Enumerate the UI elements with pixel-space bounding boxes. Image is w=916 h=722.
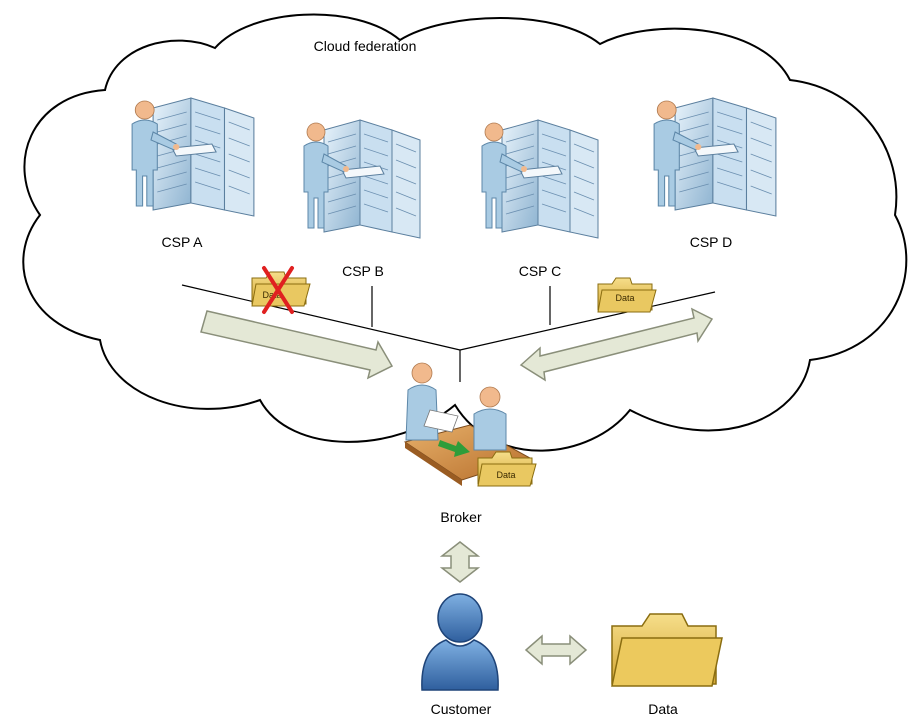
- customer-label: Customer: [431, 701, 492, 717]
- customer-icon: [421, 593, 499, 691]
- transfer-arrow-to-csp-d: [519, 307, 714, 382]
- broker-data-folder-icon: Data: [477, 451, 537, 487]
- csp-b-label: CSP B: [342, 263, 384, 279]
- network-connections: [181, 284, 716, 382]
- transferred-data-folder-icon: Data: [597, 277, 657, 313]
- deleted-folder-label: Data: [262, 290, 281, 300]
- data-folder-icon: [611, 613, 723, 687]
- csp-c-server-icon: [481, 119, 599, 239]
- data-label: Data: [648, 701, 678, 717]
- csp-d-server-icon: [653, 97, 777, 217]
- transferred-folder-label: Data: [615, 293, 634, 303]
- csp-b-server-icon: [303, 119, 421, 239]
- csp-d-label: CSP D: [690, 234, 733, 250]
- transfer-arrow-from-csp-a: [200, 310, 394, 380]
- csp-a-server-icon: [131, 97, 255, 217]
- broker-folder-label: Data: [496, 470, 515, 480]
- broker-customer-arrow: [439, 541, 481, 583]
- csp-c-label: CSP C: [519, 263, 562, 279]
- customer-data-arrow: [524, 634, 588, 666]
- csp-a-label: CSP A: [162, 234, 204, 250]
- broker-label: Broker: [440, 509, 482, 525]
- delete-x-icon: [262, 266, 294, 314]
- cloud-shape: [22, 13, 908, 452]
- deleted-data-folder-icon: Data: [251, 271, 311, 307]
- cloud-title: Cloud federation: [314, 38, 417, 54]
